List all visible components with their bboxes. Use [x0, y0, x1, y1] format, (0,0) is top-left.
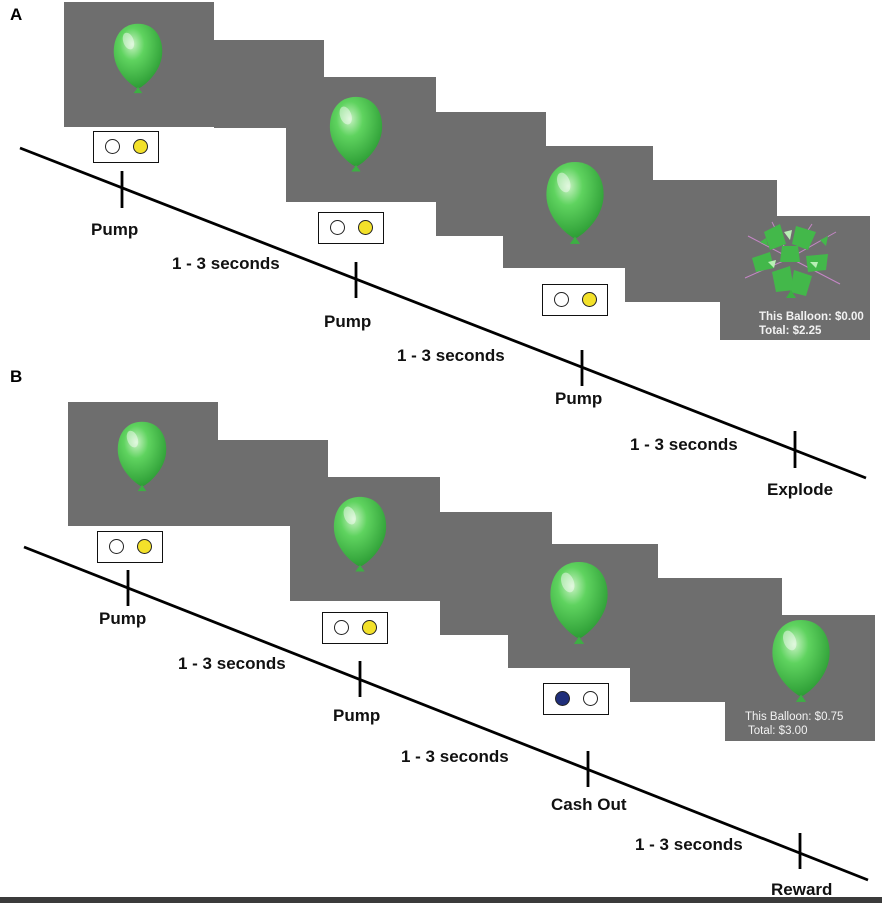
balloon-icon: [117, 421, 167, 492]
panel-a-timeline: [19, 146, 867, 480]
panel-b-label-cashout: Cash Out: [551, 795, 627, 814]
right-button-icon: [362, 620, 377, 635]
panel-b-letter: B: [10, 367, 23, 386]
right-button-icon: [358, 220, 373, 235]
exploded-balloon-icon: [744, 221, 841, 298]
right-button-icon: [137, 539, 152, 554]
panel-a-letter: A: [10, 5, 23, 24]
balloon-icon: [772, 620, 830, 702]
left-button-icon: [334, 620, 349, 635]
panel-b-response-box-2: [322, 612, 388, 644]
panel-a-label-interval-1: 1 - 3 seconds: [172, 254, 280, 273]
panel-b-label-pump-1: Pump: [99, 609, 147, 628]
panel-a-feedback-total: Total: $2.25: [759, 325, 822, 337]
panel-b-timeline: [23, 545, 869, 882]
panel-a-response-box-2: [318, 212, 384, 244]
panel-b-label-interval-2: 1 - 3 seconds: [401, 747, 509, 766]
balloon-icon: [546, 162, 604, 244]
panel-b-label-interval-1: 1 - 3 seconds: [178, 654, 286, 673]
balloon-icon: [113, 23, 163, 94]
balloon-icon: [550, 562, 608, 644]
balloon-icon: [329, 96, 383, 172]
panel-a-label-pump-3: Pump: [555, 389, 603, 408]
panel-b-feedback-total: Total: $3.00: [748, 725, 808, 737]
panel-a-response-box-1: [93, 131, 159, 163]
panel-b-label-outcome: Reward: [771, 880, 833, 899]
panel-a-label-outcome: Explode: [767, 480, 834, 499]
panel-b-feedback-this-balloon: This Balloon: $0.75: [745, 711, 844, 723]
left-button-icon: [109, 539, 124, 554]
balloon-icon: [333, 496, 387, 572]
left-button-icon: [330, 220, 345, 235]
left-button-icon: [555, 691, 570, 706]
right-button-icon: [133, 139, 148, 154]
panel-b-response-box-3: [543, 683, 609, 715]
panel-a-label-interval-3: 1 - 3 seconds: [630, 435, 738, 454]
panel-a-label-pump-2: Pump: [324, 312, 372, 331]
panel-a-feedback-this-balloon: This Balloon: $0.00: [759, 311, 864, 323]
right-button-icon: [582, 292, 597, 307]
panel-a-response-box-3: [542, 284, 608, 316]
panel-a-label-interval-2: 1 - 3 seconds: [397, 346, 505, 365]
right-button-icon: [583, 691, 598, 706]
panel-b-label-pump-2: Pump: [333, 706, 381, 725]
left-button-icon: [105, 139, 120, 154]
panel-b-response-box-1: [97, 531, 163, 563]
left-button-icon: [554, 292, 569, 307]
bottom-edge-bar: [0, 897, 882, 903]
panel-a-label-pump-1: Pump: [91, 220, 139, 239]
panel-b-label-interval-3: 1 - 3 seconds: [635, 835, 743, 854]
